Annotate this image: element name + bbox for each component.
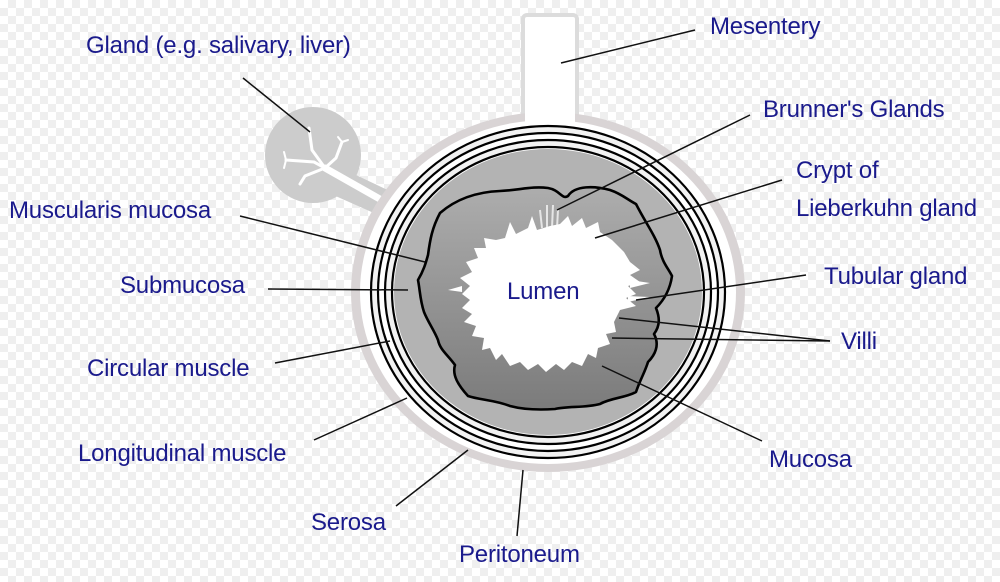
label-crypt-of-lieberkuhn: Crypt of Lieberkuhn gland bbox=[796, 157, 977, 223]
leader-line-mesentery bbox=[560, 29, 696, 64]
label-peritoneum: Peritoneum bbox=[459, 541, 580, 568]
leader-line-serosa bbox=[395, 449, 469, 507]
leader-line-circular-muscle bbox=[274, 340, 391, 364]
label-submucosa: Submucosa bbox=[120, 272, 245, 299]
label-circular-muscle: Circular muscle bbox=[87, 355, 250, 382]
label-mucosa: Mucosa bbox=[769, 446, 852, 473]
label-crypt-line1: Crypt of bbox=[796, 157, 879, 184]
label-gland: Gland (e.g. salivary, liver) bbox=[86, 32, 351, 59]
leader-line-gland bbox=[242, 77, 311, 133]
label-longitudinal-muscle: Longitudinal muscle bbox=[78, 440, 287, 467]
leader-line-longitudinal-muscle bbox=[313, 397, 408, 441]
label-muscularis-mucosa: Muscularis mucosa bbox=[9, 197, 211, 224]
leader-line-muscularis-mucosa bbox=[239, 215, 426, 263]
brunners-gland-marks bbox=[539, 204, 559, 229]
label-serosa: Serosa bbox=[311, 509, 386, 536]
label-brunners-glands: Brunner's Glands bbox=[763, 96, 945, 123]
leader-line-mucosa bbox=[601, 365, 763, 442]
label-lumen: Lumen bbox=[507, 278, 580, 305]
leader-line-tubular-gland bbox=[635, 274, 807, 301]
leader-line-submucosa bbox=[267, 288, 409, 291]
leader-line-villi-2 bbox=[611, 337, 831, 342]
villi-spikes bbox=[448, 280, 650, 302]
leader-line-crypt bbox=[594, 179, 783, 239]
label-villi: Villi bbox=[841, 328, 877, 355]
label-tubular-gland: Tubular gland bbox=[824, 263, 968, 290]
leader-line-villi-1 bbox=[618, 317, 831, 342]
leader-line-peritoneum bbox=[516, 469, 524, 537]
label-crypt-line2: Lieberkuhn gland bbox=[796, 195, 977, 222]
leader-lines bbox=[239, 29, 831, 537]
leader-line-brunners bbox=[556, 114, 751, 211]
gland-body bbox=[265, 107, 361, 203]
lumen bbox=[460, 216, 640, 372]
label-mesentery: Mesentery bbox=[710, 13, 821, 40]
